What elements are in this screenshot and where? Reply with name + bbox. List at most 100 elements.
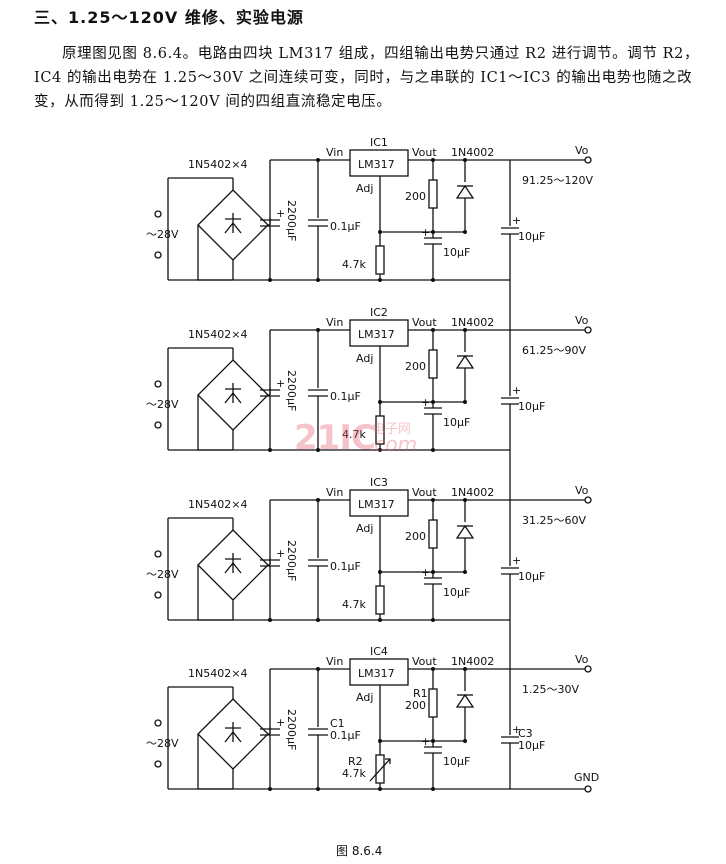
- junction-dot: [463, 570, 467, 574]
- bulk-cap-label: 2200μF: [285, 709, 298, 750]
- output-cap-plus: +: [512, 384, 521, 397]
- junction-dot: [378, 278, 382, 282]
- adj-cap-label: 10μF: [443, 586, 470, 599]
- ac-terminal-bottom: [154, 421, 162, 429]
- diode-label: 1N4002: [451, 486, 494, 499]
- resistor-bottom: [375, 245, 385, 275]
- watermark-domain: .com: [368, 432, 418, 456]
- small-cap-label: 0.1μF: [330, 729, 361, 742]
- vo-label: Vo: [575, 484, 589, 497]
- resistor-bottom-label: 4.7k: [342, 767, 366, 780]
- output-cap-plus: +: [512, 214, 521, 227]
- protection-diode: [455, 524, 475, 539]
- ac-terminal-top: [154, 719, 162, 727]
- diode-label: 1N4002: [451, 655, 494, 668]
- junction-dot: [431, 278, 435, 282]
- vout-label: Vout: [412, 146, 437, 159]
- bridge-label: 1N5402×4: [188, 667, 247, 680]
- ic-label: IC2: [370, 306, 388, 319]
- bulk-cap-label: 2200μF: [285, 370, 298, 411]
- adj-cap-label: 10μF: [443, 755, 470, 768]
- bridge-diode-symbol: [224, 213, 242, 234]
- bridge-label: 1N5402×4: [188, 328, 247, 341]
- gnd-terminal: [584, 785, 592, 793]
- adj-cap-plus: +: [421, 226, 430, 239]
- vin-label: Vin: [326, 316, 343, 329]
- bridge-diode-symbol: [224, 553, 242, 574]
- watermark-sub: 电子网: [372, 422, 412, 437]
- vin-label: Vin: [326, 486, 343, 499]
- adj-cap-plus: +: [421, 566, 430, 579]
- small-cap-label: 0.1μF: [330, 390, 361, 403]
- junction-dot: [316, 158, 320, 162]
- bulk-cap-label: 2200μF: [285, 200, 298, 241]
- vin-label: Vin: [326, 146, 343, 159]
- section-heading: 三、1.25～120V 维修、实验电源: [34, 8, 304, 27]
- bridge-label: 1N5402×4: [188, 158, 247, 171]
- description-paragraph: 原理图见图 8.6.4。电路由四块 LM317 组成，四组输出电势只通过 R2 …: [34, 46, 700, 110]
- junction-dot: [316, 448, 320, 452]
- adj-label: Adj: [356, 182, 373, 195]
- bulk-cap-plus: +: [276, 207, 285, 220]
- ac-input-label: ～28V: [146, 568, 179, 581]
- ic-label: IC3: [370, 476, 388, 489]
- regulator-label: LM317: [358, 667, 395, 680]
- vo-label: Vo: [575, 653, 589, 666]
- regulator-ic: [349, 319, 409, 347]
- junction-dot: [431, 448, 435, 452]
- output-terminal: [584, 156, 592, 164]
- diode-label: 1N4002: [451, 316, 494, 329]
- vin-label: Vin: [326, 655, 343, 668]
- junction-dot: [268, 787, 272, 791]
- gnd-label: GND: [574, 771, 599, 784]
- junction-dot: [316, 278, 320, 282]
- protection-diode: [455, 354, 475, 369]
- voltage-range-label: 61.25～90V: [522, 344, 586, 357]
- bridge-rectifier: [197, 359, 269, 431]
- voltage-range-label: 91.25～120V: [522, 174, 593, 187]
- bulk-cap-plus: +: [276, 377, 285, 390]
- junction-dot: [316, 498, 320, 502]
- voltage-range-label: 1.25～30V: [522, 683, 579, 696]
- vo-label: Vo: [575, 314, 589, 327]
- bulk-cap-plus: +: [276, 716, 285, 729]
- bridge-rectifier: [197, 189, 269, 261]
- resistor-top-label: 200: [405, 699, 426, 712]
- ac-input-label: ～28V: [146, 737, 179, 750]
- r2-label: R2: [348, 755, 363, 768]
- resistor-top: [428, 519, 438, 549]
- regulator-ic: [349, 149, 409, 177]
- junction-dot: [268, 278, 272, 282]
- adj-label: Adj: [356, 352, 373, 365]
- resistor-bottom-label: 4.7k: [342, 428, 366, 441]
- resistor-top: [428, 688, 438, 718]
- ac-terminal-bottom: [154, 760, 162, 768]
- junction-dot: [268, 618, 272, 622]
- bridge-diode-symbol: [224, 383, 242, 404]
- vout-label: Vout: [412, 655, 437, 668]
- ac-input-label: ～28V: [146, 228, 179, 241]
- resistor-top-label: 200: [405, 190, 426, 203]
- bridge-label: 1N5402×4: [188, 498, 247, 511]
- junction-dot: [378, 448, 382, 452]
- output-cap-label: 10μF: [518, 230, 545, 243]
- protection-diode: [455, 693, 475, 708]
- ic-label: IC1: [370, 136, 388, 149]
- ac-terminal-bottom: [154, 591, 162, 599]
- resistor-bottom: [375, 754, 385, 784]
- adj-label: Adj: [356, 522, 373, 535]
- diode-label: 1N4002: [451, 146, 494, 159]
- potentiometer-arrow: [369, 758, 391, 782]
- bridge-rectifier: [197, 698, 269, 770]
- protection-diode: [455, 184, 475, 199]
- bridge-diode-symbol: [224, 722, 242, 743]
- regulator-label: LM317: [358, 498, 395, 511]
- figure-caption: 图 8.6.4: [336, 844, 383, 858]
- adj-cap-label: 10μF: [443, 246, 470, 259]
- output-cap-label: 10μF: [518, 739, 545, 752]
- junction-dot: [431, 787, 435, 791]
- vo-label: Vo: [575, 144, 589, 157]
